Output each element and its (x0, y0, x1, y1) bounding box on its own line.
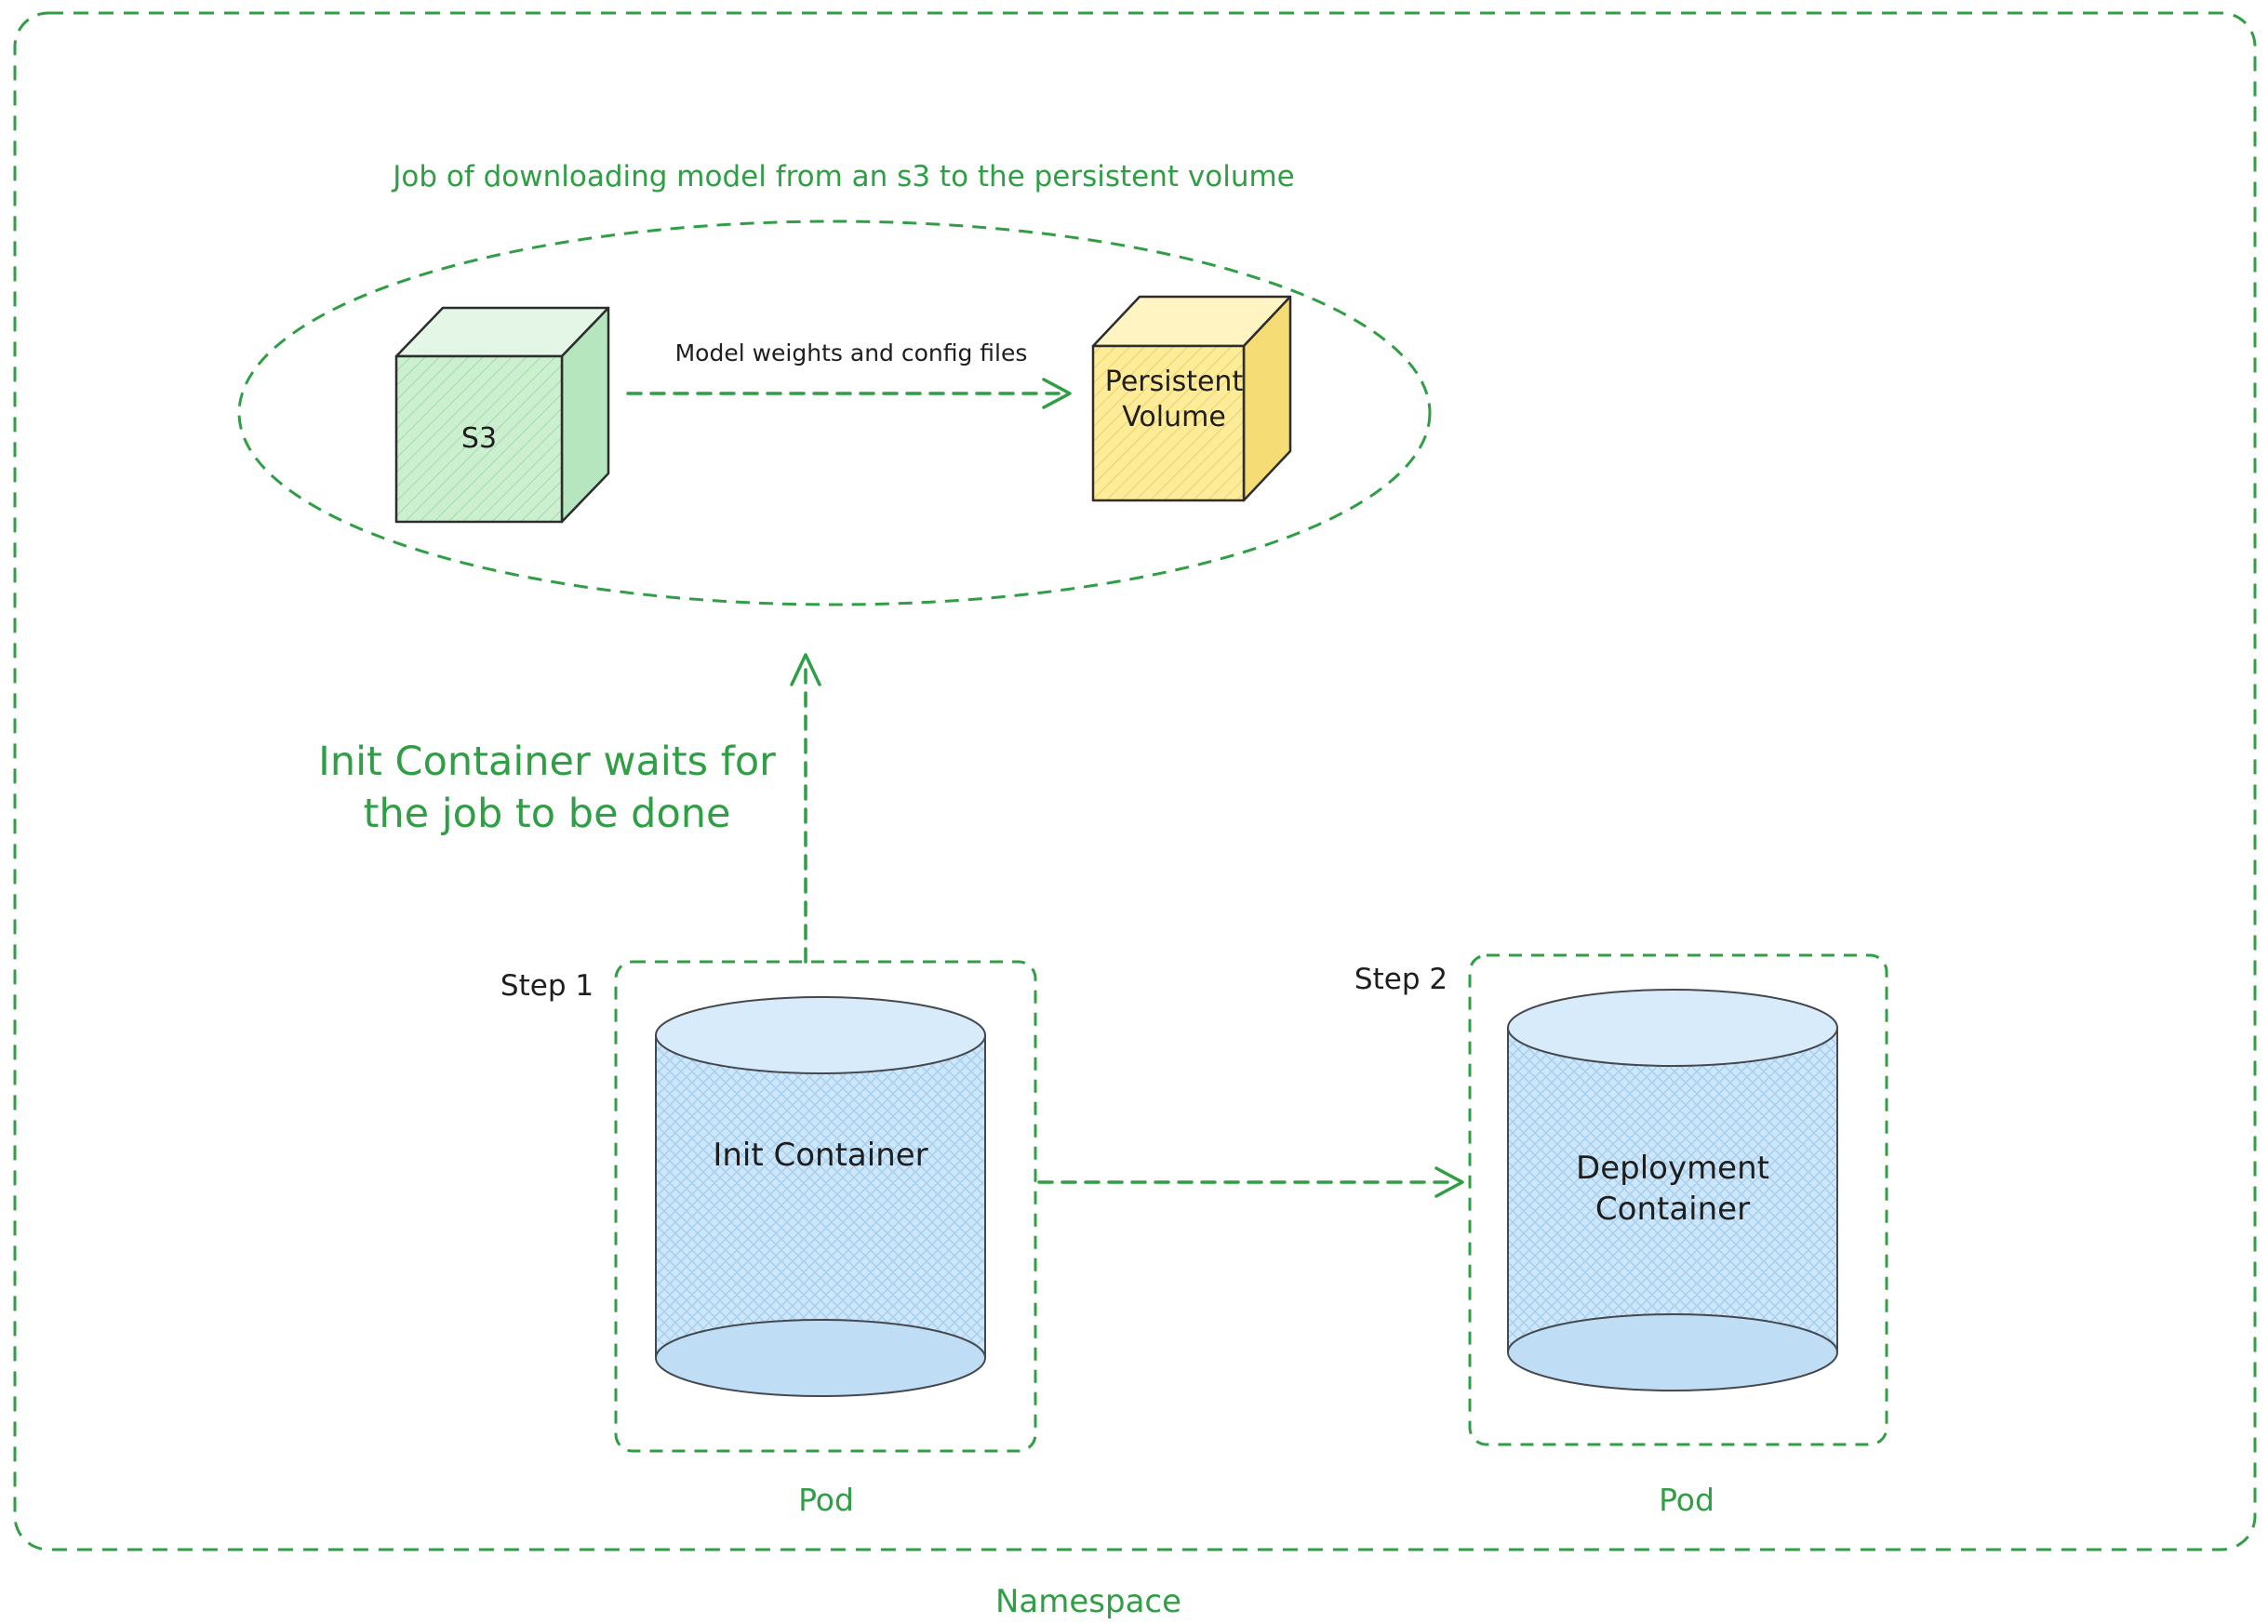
step2-label: Step 2 (1354, 963, 1448, 996)
deployment-container-cylinder-icon (1507, 989, 1838, 1391)
persistent-volume-cube-icon (1091, 295, 1292, 502)
s3-label: S3 (460, 422, 498, 455)
pod1-label: Pod (798, 1482, 854, 1518)
model-weights-arrow-label: Model weights and config files (674, 339, 1028, 366)
step-arrow (1037, 1166, 1464, 1198)
wait-note: Init Container waits for the job to be d… (318, 739, 776, 837)
model-weights-arrow (626, 378, 1072, 409)
persistent-volume-label: Persistent Volume (1104, 366, 1244, 433)
step2-pod-boundary (1468, 953, 1888, 1446)
namespace-label: Namespace (994, 1583, 1182, 1620)
deployment-container-label: Deployment Container (1576, 1150, 1769, 1229)
job-title: Job of downloading model from an s3 to t… (393, 160, 1295, 193)
wait-arrow (790, 653, 821, 964)
namespace-boundary (13, 11, 2257, 1551)
step1-label: Step 1 (500, 969, 594, 1003)
pod2-label: Pod (1659, 1482, 1714, 1518)
init-container-label: Init Container (713, 1137, 928, 1174)
job-group-ellipse (237, 220, 1432, 606)
s3-cube-icon (394, 306, 610, 524)
init-container-cylinder-icon (655, 996, 986, 1397)
